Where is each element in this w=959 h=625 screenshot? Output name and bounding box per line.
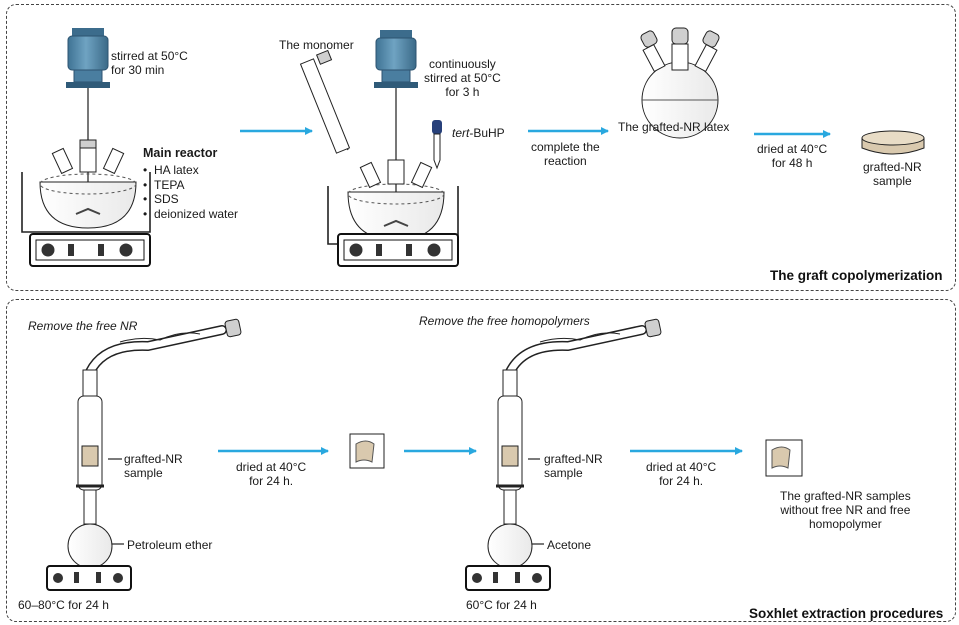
reagent-item: SDS <box>143 192 238 207</box>
petroleum-ether-label: Petroleum ether <box>127 538 212 552</box>
reagent-item: deionized water <box>143 207 238 222</box>
final-sample-label: The grafted-NR samples without free NR a… <box>780 489 911 531</box>
petri-dish-icon <box>862 131 924 154</box>
main-reactor-label: Main reactor <box>143 146 217 160</box>
hot-plate-stirrer-icon <box>338 234 458 266</box>
grafted-sample-label: grafted-NR sample <box>863 160 922 188</box>
step1-condition: stirred at 50°C for 30 min <box>111 49 188 77</box>
three-neck-flask-icon <box>328 160 458 244</box>
graft-copolymerization-title: The graft copolymerization <box>770 268 943 283</box>
drying-24h-label-1: dried at 40°C for 24 h. <box>236 460 306 488</box>
remove-homopolymers-heading: Remove the free homopolymers <box>419 314 590 328</box>
soxhlet2-condition: 60°C for 24 h <box>466 598 537 612</box>
drying-48h-label: dried at 40°C for 48 h <box>757 142 827 170</box>
hot-plate-stirrer-icon <box>30 234 150 266</box>
complete-reaction-label: complete the reaction <box>531 140 600 168</box>
acetone-label: Acetone <box>547 538 591 552</box>
soxhlet1-sample-label: grafted-NR sample <box>124 452 183 480</box>
step2-condition: continuously stirred at 50°C for 3 h <box>424 57 501 99</box>
three-neck-flask-icon <box>22 140 150 232</box>
soxhlet-extractor-icon <box>488 319 662 568</box>
reagent-item: HA latex <box>143 163 238 178</box>
soxhlet1-condition: 60–80°C for 24 h <box>18 598 109 612</box>
initiator-label: tert-BuHP <box>452 126 505 140</box>
sample-pieces-icon <box>766 440 802 476</box>
dropping-funnel-icon <box>301 50 350 153</box>
soxhlet-extractor-icon <box>68 319 242 568</box>
remove-free-nr-heading: Remove the free NR <box>28 319 137 333</box>
hot-plate-stirrer-icon <box>466 566 550 590</box>
drying-24h-label-2: dried at 40°C for 24 h. <box>646 460 716 488</box>
sample-pieces-icon <box>350 434 384 468</box>
reagent-item: TEPA <box>143 178 238 193</box>
soxhlet-extraction-title: Soxhlet extraction procedures <box>749 606 943 621</box>
soxhlet2-sample-label: grafted-NR sample <box>544 452 603 480</box>
grafted-latex-label: The grafted-NR latex <box>618 120 729 134</box>
monomer-label: The monomer <box>279 38 354 52</box>
dropper-icon <box>432 120 442 168</box>
reagent-list: HA latex TEPA SDS deionized water <box>143 163 238 221</box>
hot-plate-stirrer-icon <box>47 566 131 590</box>
